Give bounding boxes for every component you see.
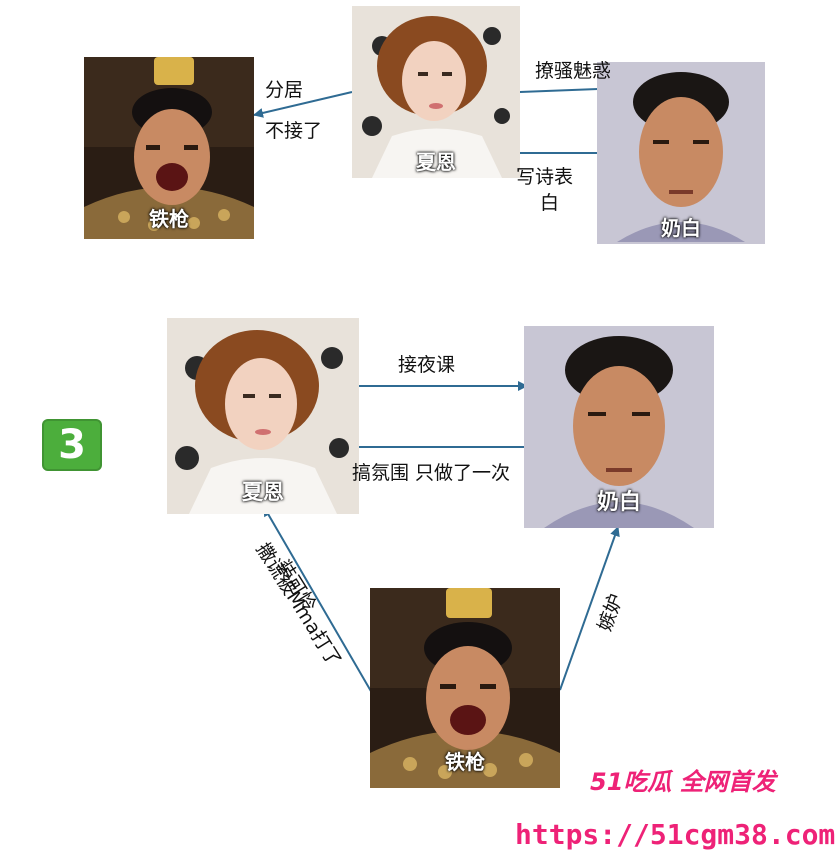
avatar-xiaen-bottom: 夏恩 xyxy=(167,318,359,514)
name-label: 奶白 xyxy=(661,216,701,240)
watermark-url: https://51cgm38.com xyxy=(515,818,835,851)
label-bottom-jieyeke: 接夜课 xyxy=(398,354,456,376)
relationship-diagram xyxy=(253,83,625,694)
avatar-naibai-top: 奶白 xyxy=(597,62,765,244)
label-top-bujiele: 不接了 xyxy=(265,120,323,142)
avatar-tieqiang-bottom: 铁枪 xyxy=(370,588,560,788)
diagram-number-badge: 3 xyxy=(42,419,102,471)
watermark-title: 51吃瓜 全网首发 xyxy=(590,768,776,796)
label-top-liaosao: 撩骚魅惑 xyxy=(535,60,612,82)
name-label: 铁枪 xyxy=(445,750,485,774)
avatar-naibai-bottom: 奶白 xyxy=(524,326,714,528)
name-label: 夏恩 xyxy=(242,480,284,504)
edge-top-xiaen-tieqiang xyxy=(253,91,353,118)
label-top-xieshi-1: 写诗表 xyxy=(516,166,574,188)
edge-bottom-tieqiang-xiaen xyxy=(263,506,373,694)
edge-bottom-tieqiang-naibai xyxy=(559,526,620,691)
label-top-xieshi-2: 白 xyxy=(540,192,560,214)
name-label: 奶白 xyxy=(596,490,641,515)
avatar-xiaen-top: 夏恩 xyxy=(352,6,520,178)
label-bottom-gaofenwei: 搞氛围 只做了一次 xyxy=(352,462,511,484)
label-top-fenju: 分居 xyxy=(265,79,304,101)
avatar-tieqiang-top: 铁枪 xyxy=(84,57,254,239)
name-label: 夏恩 xyxy=(416,150,456,174)
name-label: 铁枪 xyxy=(149,207,189,231)
